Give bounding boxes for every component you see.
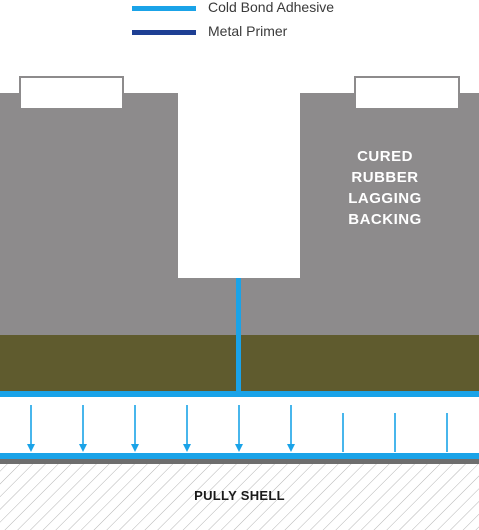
pressure-arrow — [287, 405, 295, 452]
legend-swatch-adhesive — [132, 6, 196, 11]
pulley-shell — [0, 464, 479, 530]
pressure-arrow — [79, 405, 87, 452]
rubber-backing — [0, 93, 479, 336]
pressure-arrow — [235, 405, 243, 452]
pulley-shell-label: PULLY SHELL — [194, 488, 285, 503]
adhesive-layer-bottom — [0, 453, 479, 459]
legend: Cold Bond Adhesive Metal Primer — [132, 0, 432, 44]
pressure-arrow — [131, 405, 139, 452]
left-tab — [19, 76, 124, 110]
pressure-arrows — [27, 405, 448, 452]
adhesive-layer-top — [0, 391, 479, 397]
backing-label: CURED RUBBER LAGGING BACKING — [330, 146, 440, 230]
legend-swatch-primer — [132, 30, 196, 35]
pressure-arrow — [183, 405, 191, 452]
legend-label-adhesive: Cold Bond Adhesive — [208, 0, 335, 15]
backing-label-line-1: CURED — [357, 148, 413, 165]
adhesive-vertical-strip — [236, 278, 241, 392]
legend-label-primer: Metal Primer — [208, 23, 288, 39]
backing-label-line-3: LAGGING — [348, 190, 422, 207]
backing-label-line-4: BACKING — [348, 211, 422, 228]
right-tab — [354, 76, 460, 110]
backing-label-line-2: RUBBER — [351, 169, 419, 186]
pressure-arrow — [27, 405, 35, 452]
metal-primer-layer — [0, 459, 479, 464]
